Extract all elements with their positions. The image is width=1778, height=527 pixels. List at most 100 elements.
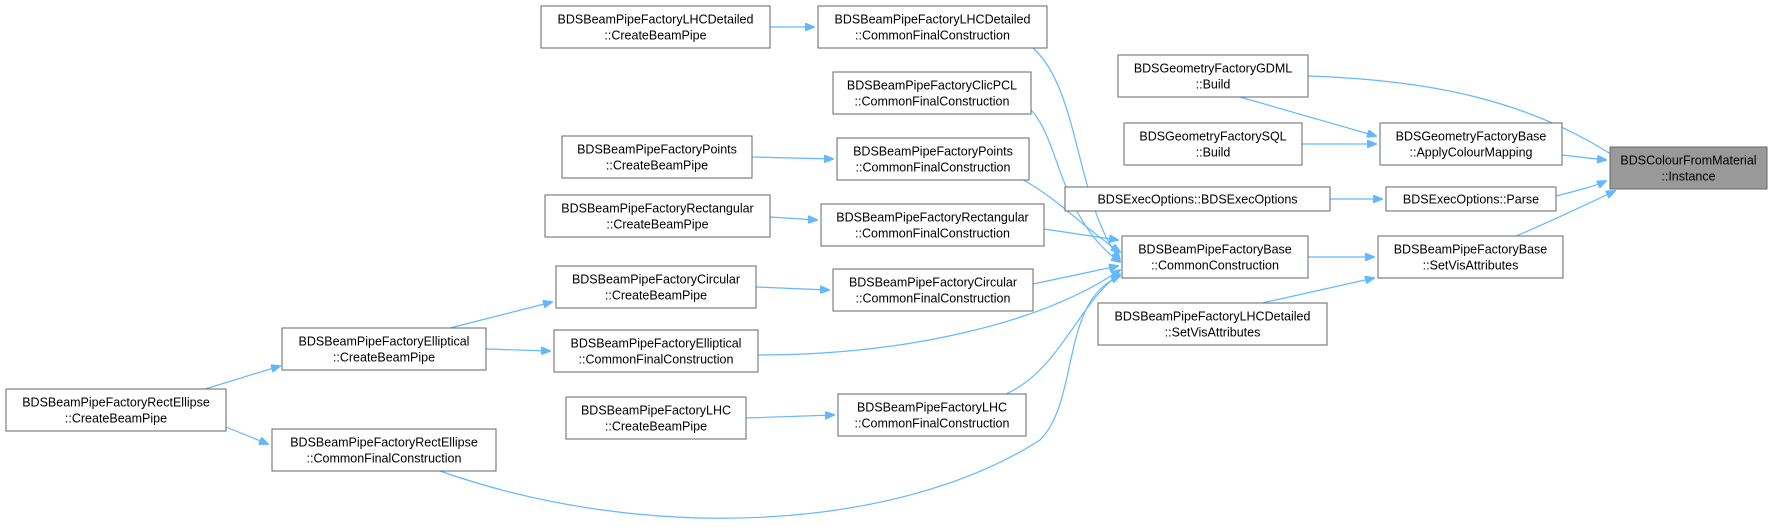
node-circ_create[interactable]: BDSBeamPipeFactoryCircular::CreateBeamPi…: [555, 265, 757, 309]
node-box[interactable]: [1123, 122, 1303, 166]
node-points_create[interactable]: BDSBeamPipeFactoryPoints::CreateBeamPipe: [561, 135, 753, 179]
node-rellip_create[interactable]: BDSBeamPipeFactoryRectEllipse::CreateBea…: [5, 388, 227, 432]
edge-ellip_create-to-circ_create: [449, 302, 552, 329]
edge-rellip_final-to-base_common: [439, 276, 1120, 519]
node-box[interactable]: [281, 327, 487, 371]
node-label: BDSGeometryFactoryGDML: [1134, 62, 1292, 76]
node-base_setvis[interactable]: BDSBeamPipeFactoryBase::SetVisAttributes: [1377, 235, 1564, 279]
node-box[interactable]: [1117, 54, 1309, 98]
edge-rellip_create-to-ellip_create: [204, 366, 280, 390]
node-box[interactable]: [832, 71, 1032, 115]
node-label: ::SetVisAttributes: [1423, 259, 1519, 273]
node-box[interactable]: [820, 203, 1045, 247]
node-label: BDSBeamPipeFactoryLHCDetailed: [835, 13, 1031, 27]
node-box[interactable]: [544, 194, 771, 238]
node-rect_final[interactable]: BDSBeamPipeFactoryRectangular::CommonFin…: [820, 203, 1045, 247]
edge-gdml_build-to-instance: [1307, 75, 1620, 160]
node-label: ::CommonFinalConstruction: [307, 452, 462, 466]
node-ellip_create[interactable]: BDSBeamPipeFactoryElliptical::CreateBeam…: [281, 327, 487, 371]
node-label: ::CreateBeamPipe: [65, 412, 167, 426]
node-box[interactable]: [561, 135, 753, 179]
node-label: ::CreateBeamPipe: [604, 29, 706, 43]
node-clic_final[interactable]: BDSBeamPipeFactoryClicPCL::CommonFinalCo…: [832, 71, 1032, 115]
edge-circ_final-to-base_common: [1032, 266, 1118, 285]
node-label: ::Instance: [1661, 170, 1715, 184]
edge-clic_final-to-base_common: [1030, 109, 1120, 262]
node-gdml_build[interactable]: BDSGeometryFactoryGDML::Build: [1117, 54, 1309, 98]
node-label: ::SetVisAttributes: [1165, 326, 1261, 340]
node-box[interactable]: [555, 265, 757, 309]
node-label: ::Build: [1196, 78, 1231, 92]
node-label: BDSBeamPipeFactoryLHC: [857, 401, 1007, 415]
node-label: ::CommonFinalConstruction: [855, 29, 1010, 43]
node-box[interactable]: [837, 393, 1027, 437]
node-label: BDSBeamPipeFactoryLHC: [581, 404, 731, 418]
node-label: ::CommonFinalConstruction: [855, 95, 1010, 109]
node-label: BDSBeamPipeFactoryRectEllipse: [290, 436, 478, 450]
node-lhc_final[interactable]: BDSBeamPipeFactoryLHC::CommonFinalConstr…: [837, 393, 1027, 437]
node-exec_ctor[interactable]: BDSExecOptions::BDSExecOptions: [1064, 186, 1331, 212]
node-label: BDSBeamPipeFactoryLHCDetailed: [1115, 310, 1311, 324]
node-label: BDSBeamPipeFactoryElliptical: [571, 337, 742, 351]
node-lhc_create[interactable]: BDSBeamPipeFactoryLHC::CreateBeamPipe: [565, 396, 747, 440]
node-box[interactable]: [5, 388, 227, 432]
node-sql_build[interactable]: BDSGeometryFactorySQL::Build: [1123, 122, 1303, 166]
edge-lhc_create-to-lhc_final: [745, 415, 834, 418]
node-rect_create[interactable]: BDSBeamPipeFactoryRectangular::CreateBea…: [544, 194, 771, 238]
node-base_common[interactable]: BDSBeamPipeFactoryBase::CommonConstructi…: [1121, 235, 1309, 279]
edge-lhcdet_setvis-to-base_setvis: [1261, 278, 1374, 304]
node-box[interactable]: [836, 137, 1030, 181]
node-label: BDSBeamPipeFactoryBase: [1394, 243, 1548, 257]
node-box[interactable]: [553, 329, 759, 373]
node-lhcdet_final[interactable]: BDSBeamPipeFactoryLHCDetailed::CommonFin…: [817, 5, 1048, 49]
node-label: ::Build: [1196, 146, 1231, 160]
node-box[interactable]: [565, 396, 747, 440]
edge-circ_create-to-circ_final: [755, 287, 829, 290]
edge-rellip_create-to-rellip_final: [225, 426, 268, 444]
node-lhcdet_setvis[interactable]: BDSBeamPipeFactoryLHCDetailed::SetVisAtt…: [1097, 302, 1328, 346]
node-label: BDSBeamPipeFactoryPoints: [577, 143, 737, 157]
node-lhcdet_create[interactable]: BDSBeamPipeFactoryLHCDetailed::CreateBea…: [540, 5, 771, 49]
node-box[interactable]: [1609, 146, 1768, 190]
node-circ_final[interactable]: BDSBeamPipeFactoryCircular::CommonFinalC…: [832, 268, 1034, 312]
node-box[interactable]: [1097, 302, 1328, 346]
edge-ellip_final-to-base_common: [757, 270, 1120, 356]
node-box[interactable]: [1121, 235, 1309, 279]
edge-lhc_final-to-base_common: [1005, 274, 1120, 395]
node-label: BDSBeamPipeFactoryCircular: [572, 273, 740, 287]
node-label: ::CommonFinalConstruction: [579, 353, 734, 367]
node-box[interactable]: [1379, 122, 1563, 166]
node-apply_colour[interactable]: BDSGeometryFactoryBase::ApplyColourMappi…: [1379, 122, 1563, 166]
node-box[interactable]: [817, 5, 1048, 49]
node-label: ::ApplyColourMapping: [1410, 146, 1533, 160]
node-label: ::CommonConstruction: [1151, 259, 1279, 273]
node-box[interactable]: [1377, 235, 1564, 279]
node-box[interactable]: [540, 5, 771, 49]
node-exec_parse[interactable]: BDSExecOptions::Parse: [1385, 186, 1557, 212]
edge-points_final-to-base_common: [1019, 177, 1120, 252]
node-box[interactable]: [271, 428, 497, 472]
edge-rect_create-to-rect_final: [769, 217, 817, 220]
node-label: ::CommonFinalConstruction: [856, 292, 1011, 306]
node-label: BDSBeamPipeFactoryElliptical: [299, 335, 470, 349]
node-instance[interactable]: BDSColourFromMaterial::Instance: [1609, 146, 1768, 190]
node-points_final[interactable]: BDSBeamPipeFactoryPoints::CommonFinalCon…: [836, 137, 1030, 181]
node-label: BDSGeometryFactoryBase: [1396, 130, 1547, 144]
node-label: BDSBeamPipeFactoryBase: [1138, 243, 1292, 257]
node-label: BDSBeamPipeFactoryRectEllipse: [22, 396, 210, 410]
node-label: BDSBeamPipeFactoryRectangular: [836, 211, 1028, 225]
node-label: BDSBeamPipeFactoryCircular: [849, 276, 1017, 290]
edges-layer: [204, 27, 1620, 519]
node-label: ::CommonFinalConstruction: [855, 227, 1010, 241]
node-ellip_final[interactable]: BDSBeamPipeFactoryElliptical::CommonFina…: [553, 329, 759, 373]
node-label: BDSExecOptions::BDSExecOptions: [1097, 193, 1297, 207]
node-label: BDSBeamPipeFactoryPoints: [853, 145, 1013, 159]
node-rellip_final[interactable]: BDSBeamPipeFactoryRectEllipse::CommonFin…: [271, 428, 497, 472]
node-box[interactable]: [1064, 186, 1331, 212]
edge-apply_colour-to-instance: [1561, 154, 1606, 160]
nodes-layer: BDSColourFromMaterial::Instance BDSGeomet…: [5, 5, 1768, 472]
node-box[interactable]: [832, 268, 1034, 312]
node-box[interactable]: [1385, 186, 1557, 212]
node-label: ::CreateBeamPipe: [606, 218, 708, 232]
